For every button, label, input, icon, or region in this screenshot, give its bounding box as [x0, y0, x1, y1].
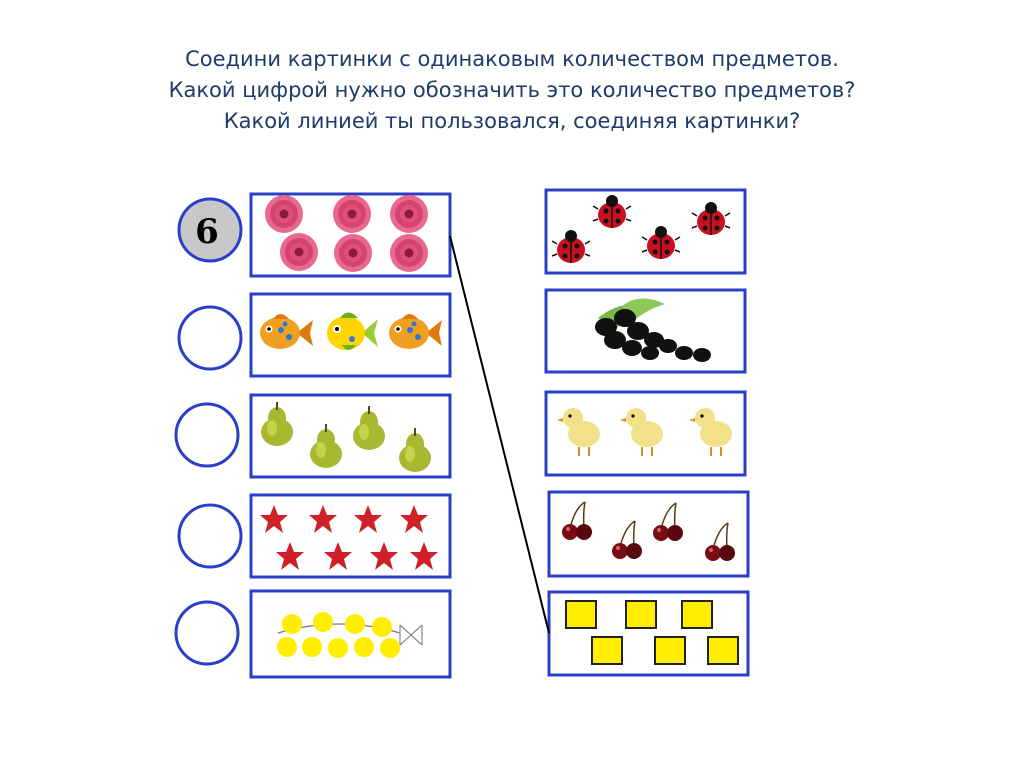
- right-row-1: [544, 188, 747, 275]
- berry-icon: [595, 298, 711, 362]
- right-row-2: [544, 288, 747, 374]
- left-row-4: [177, 493, 452, 579]
- answer-circle[interactable]: [174, 402, 240, 468]
- answer-circle[interactable]: [174, 600, 240, 666]
- fish-icon: [260, 312, 442, 350]
- left-row-5: [174, 589, 452, 679]
- instructions: Соедини картинки с одинаковым количество…: [0, 44, 1024, 137]
- square-icon: [565, 600, 739, 665]
- connection-line: [449, 235, 550, 634]
- instruction-line-3: Какой линией ты пользовался, соединяя ка…: [223, 109, 801, 133]
- answer-circle[interactable]: [177, 503, 243, 569]
- left-row-1: 6: [177, 192, 452, 278]
- left-row-2: [177, 292, 452, 378]
- answer-circle[interactable]: [177, 305, 243, 371]
- right-row-5: [547, 590, 750, 677]
- instruction-line-2: Какой цифрой нужно обозначить это количе…: [168, 78, 856, 102]
- bead-icon: [277, 612, 423, 658]
- answer-number: 6: [195, 212, 219, 252]
- left-row-3: [174, 393, 452, 479]
- right-row-3: [544, 390, 747, 477]
- picture-card-beads[interactable]: [249, 589, 452, 679]
- answer-circle[interactable]: [177, 197, 243, 263]
- right-row-4: [547, 490, 750, 578]
- instruction-line-1: Соедини картинки с одинаковым количество…: [185, 47, 839, 71]
